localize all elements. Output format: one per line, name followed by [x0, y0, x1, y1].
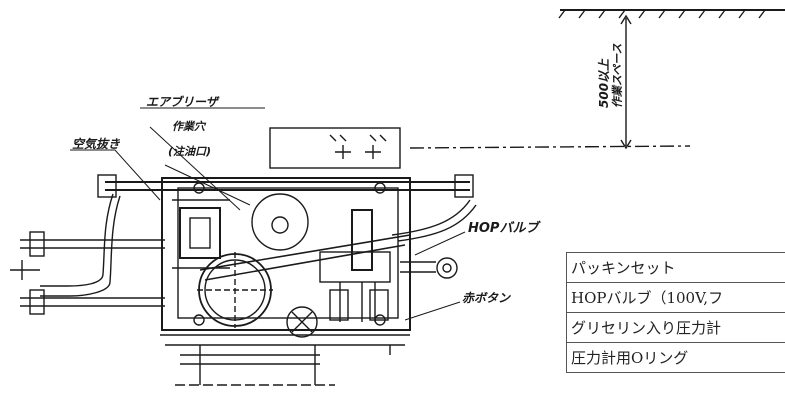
top-reference-line	[409, 145, 691, 149]
clearance-label: 500以上	[597, 58, 611, 108]
table-cell: グリセリン入り圧力計	[566, 312, 785, 343]
hop-valve	[319, 199, 477, 322]
table-cell: 圧力計用Oリング	[566, 342, 785, 373]
oil-port-sub-label: (注油口)	[168, 145, 212, 158]
hop-valve-label: HOPバルブ	[468, 221, 539, 236]
oil-port-label: 作業穴	[172, 120, 205, 133]
clearance-dimension	[620, 14, 632, 150]
parts-table: パッキンセット HOPバルブ（100V,フ グリセリン入り圧力計 圧力計用Oリン…	[566, 252, 785, 373]
base-frame	[160, 334, 410, 386]
table-row: 圧力計用Oリング	[566, 342, 785, 373]
work-space-label: 作業スペース	[611, 43, 624, 108]
table-row: HOPバルブ（100V,フ	[566, 282, 785, 313]
table-cell: パッキンセット	[566, 252, 785, 283]
top-hood	[269, 127, 401, 169]
inspection-window	[197, 252, 318, 338]
left-piping	[10, 174, 474, 315]
air-tank-label: 空気抜き	[72, 137, 121, 151]
leader-lines	[70, 107, 466, 321]
ceiling-hatch	[558, 9, 785, 19]
parts-table-container: パッキンセット HOPバルブ（100V,フ グリセリン入り圧力計 圧力計用Oリン…	[560, 248, 785, 406]
table-row: パッキンセット	[566, 252, 785, 283]
red-button-label: 赤ボタン	[462, 291, 511, 305]
air-breather-label: エアブリーザ	[146, 95, 218, 109]
table-row: グリセリン入り圧力計	[566, 312, 785, 343]
air-breather-assembly	[172, 193, 309, 269]
table-cell: HOPバルブ（100V,フ	[566, 282, 785, 313]
